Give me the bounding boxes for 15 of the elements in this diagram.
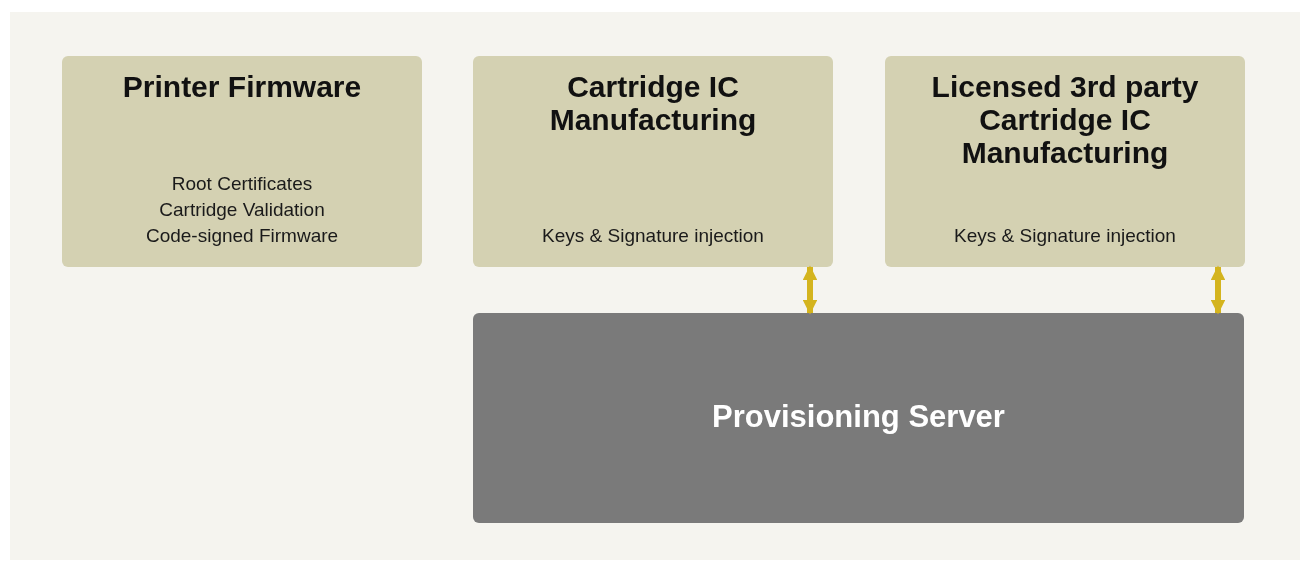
process-box	[473, 56, 833, 267]
box-text: Keys & Signature injection	[954, 224, 1176, 248]
box-title: Licensed 3rd party Cartridge IC Manufacturing	[930, 70, 1200, 169]
server-box	[473, 313, 1244, 523]
box-text: Keys & Signature injection	[542, 224, 764, 248]
process-box	[885, 56, 1245, 267]
box-title: Provisioning Server	[712, 399, 1005, 433]
box-title: Cartridge IC Manufacturing	[548, 70, 758, 136]
double-arrow	[802, 265, 818, 315]
box-title: Printer Firmware	[122, 70, 362, 103]
box-text: Cartridge Validation	[159, 198, 325, 222]
process-box	[62, 56, 422, 267]
box-text: Code-signed Firmware	[145, 224, 339, 248]
box-text: Root Certificates	[171, 172, 313, 196]
double-arrow	[1210, 265, 1226, 315]
